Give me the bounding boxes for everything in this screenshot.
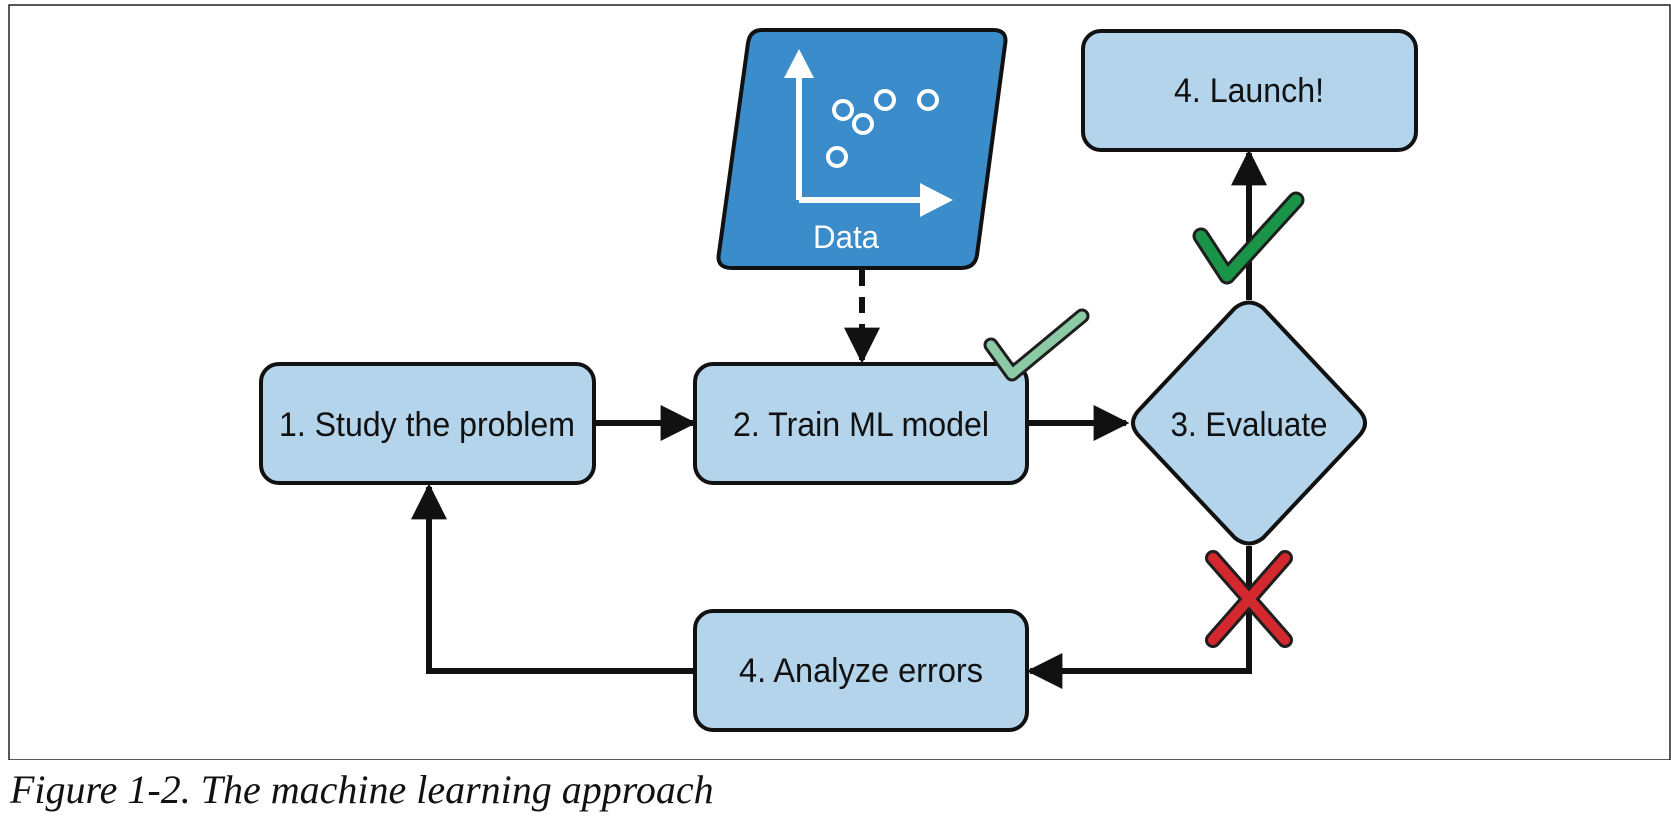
node-train-model: 2. Train ML model [693, 362, 1029, 485]
node-launch: 4. Launch! [1081, 29, 1418, 152]
data-label: Data [813, 219, 879, 255]
cross-icon [1205, 550, 1293, 648]
figure-frame [8, 4, 1671, 760]
node-analyze-errors: 4. Analyze errors [693, 609, 1029, 732]
figure-caption: Figure 1-2. The machine learning approac… [10, 767, 714, 812]
analyze-errors-label: 4. Analyze errors [739, 652, 983, 690]
launch-label: 4. Launch! [1174, 72, 1324, 110]
evaluate-label: 3. Evaluate [1171, 406, 1328, 444]
node-evaluate: 3. Evaluate [1131, 300, 1367, 546]
node-data: Data [716, 28, 1008, 270]
ml-approach-diagram: 1. Study the problem 2. Train ML model 3… [8, 4, 1671, 760]
train-model-label: 2. Train ML model [733, 406, 989, 444]
scatter-plot-icon [784, 49, 953, 217]
check-icon [986, 311, 1087, 379]
node-study-problem: 1. Study the problem [259, 362, 596, 485]
study-problem-label: 1. Study the problem [279, 406, 575, 444]
check-icon [1195, 194, 1302, 282]
arrow-analyze-to-study [411, 483, 693, 674]
